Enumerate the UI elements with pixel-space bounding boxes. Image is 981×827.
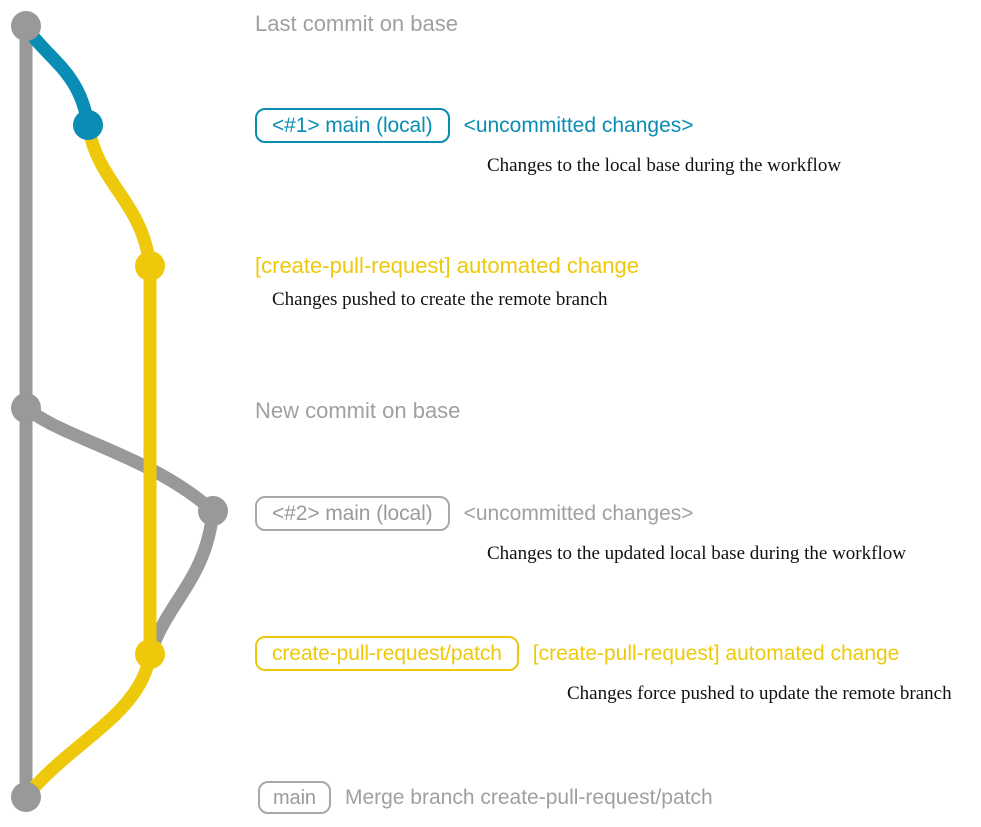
entry-local-main-2: <#2> main (local) <uncommitted changes> … <box>255 496 906 563</box>
entry-line: <#1> main (local) <uncommitted changes> <box>255 108 841 143</box>
commit-subject-merge-commit: Merge branch create-pull-request/patch <box>344 786 713 809</box>
entry-automated-change-1: [create-pull-request] automated change C… <box>255 255 639 310</box>
branch-badge-create-pull-request-patch[interactable]: create-pull-request/patch <box>255 636 519 671</box>
entry-last-commit-on-base: Last commit on base <box>255 13 458 35</box>
commit-subject-automated-change-1: [create-pull-request] automated change <box>255 253 640 278</box>
entry-line: main Merge branch create-pull-request/pa… <box>258 781 713 814</box>
commit-description-local-main-1: Changes to the local base during the wor… <box>487 155 842 176</box>
commit-node-base-head <box>11 11 41 41</box>
entry-line: create-pull-request/patch [create-pull-r… <box>255 636 952 671</box>
branch-badge-local-main-2[interactable]: <#2> main (local) <box>255 496 450 531</box>
commit-description-local-main-2: Changes to the updated local base during… <box>487 543 906 564</box>
commit-subject-local-main-2: <uncommitted changes> <box>463 502 694 525</box>
local2-to-remote2-line <box>143 504 220 661</box>
commit-subject-automated-change-2: [create-pull-request] automated change <box>532 642 900 665</box>
commit-node-local-1 <box>73 110 103 140</box>
entry-line: New commit on base <box>255 400 460 422</box>
branch-badge-local-main-1[interactable]: <#1> main (local) <box>255 108 450 143</box>
commit-subject-new-commit-on-base: New commit on base <box>255 398 461 423</box>
entry-line: Last commit on base <box>255 13 458 35</box>
entry-line: <#2> main (local) <uncommitted changes> <box>255 496 906 531</box>
entry-local-main-1: <#1> main (local) <uncommitted changes> … <box>255 108 841 175</box>
commit-description-automated-change-1: Changes pushed to create the remote bran… <box>272 289 608 310</box>
entry-line: [create-pull-request] automated change <box>255 255 639 277</box>
commit-description-automated-change-2: Changes force pushed to update the remot… <box>567 683 952 704</box>
entry-merge-commit: main Merge branch create-pull-request/pa… <box>258 781 713 814</box>
commit-node-remote-2 <box>135 639 165 669</box>
commit-node-local-2 <box>198 496 228 526</box>
commit-node-remote-1 <box>135 251 165 281</box>
branch-badge-main[interactable]: main <box>258 781 331 814</box>
base-to-local2-line <box>19 401 220 518</box>
remote-branch-line-yellow-merge <box>19 647 157 804</box>
commit-subject-local-main-1: <uncommitted changes> <box>463 114 694 137</box>
commit-node-base-new <box>11 393 41 423</box>
entry-new-commit-on-base: New commit on base <box>255 400 460 422</box>
entry-automated-change-2: create-pull-request/patch [create-pull-r… <box>255 636 952 703</box>
commit-nodes <box>11 11 228 812</box>
commit-node-merge <box>11 782 41 812</box>
remote-branch-line-yellow-top <box>81 118 157 273</box>
commit-subject-last-commit-on-base: Last commit on base <box>255 11 458 36</box>
